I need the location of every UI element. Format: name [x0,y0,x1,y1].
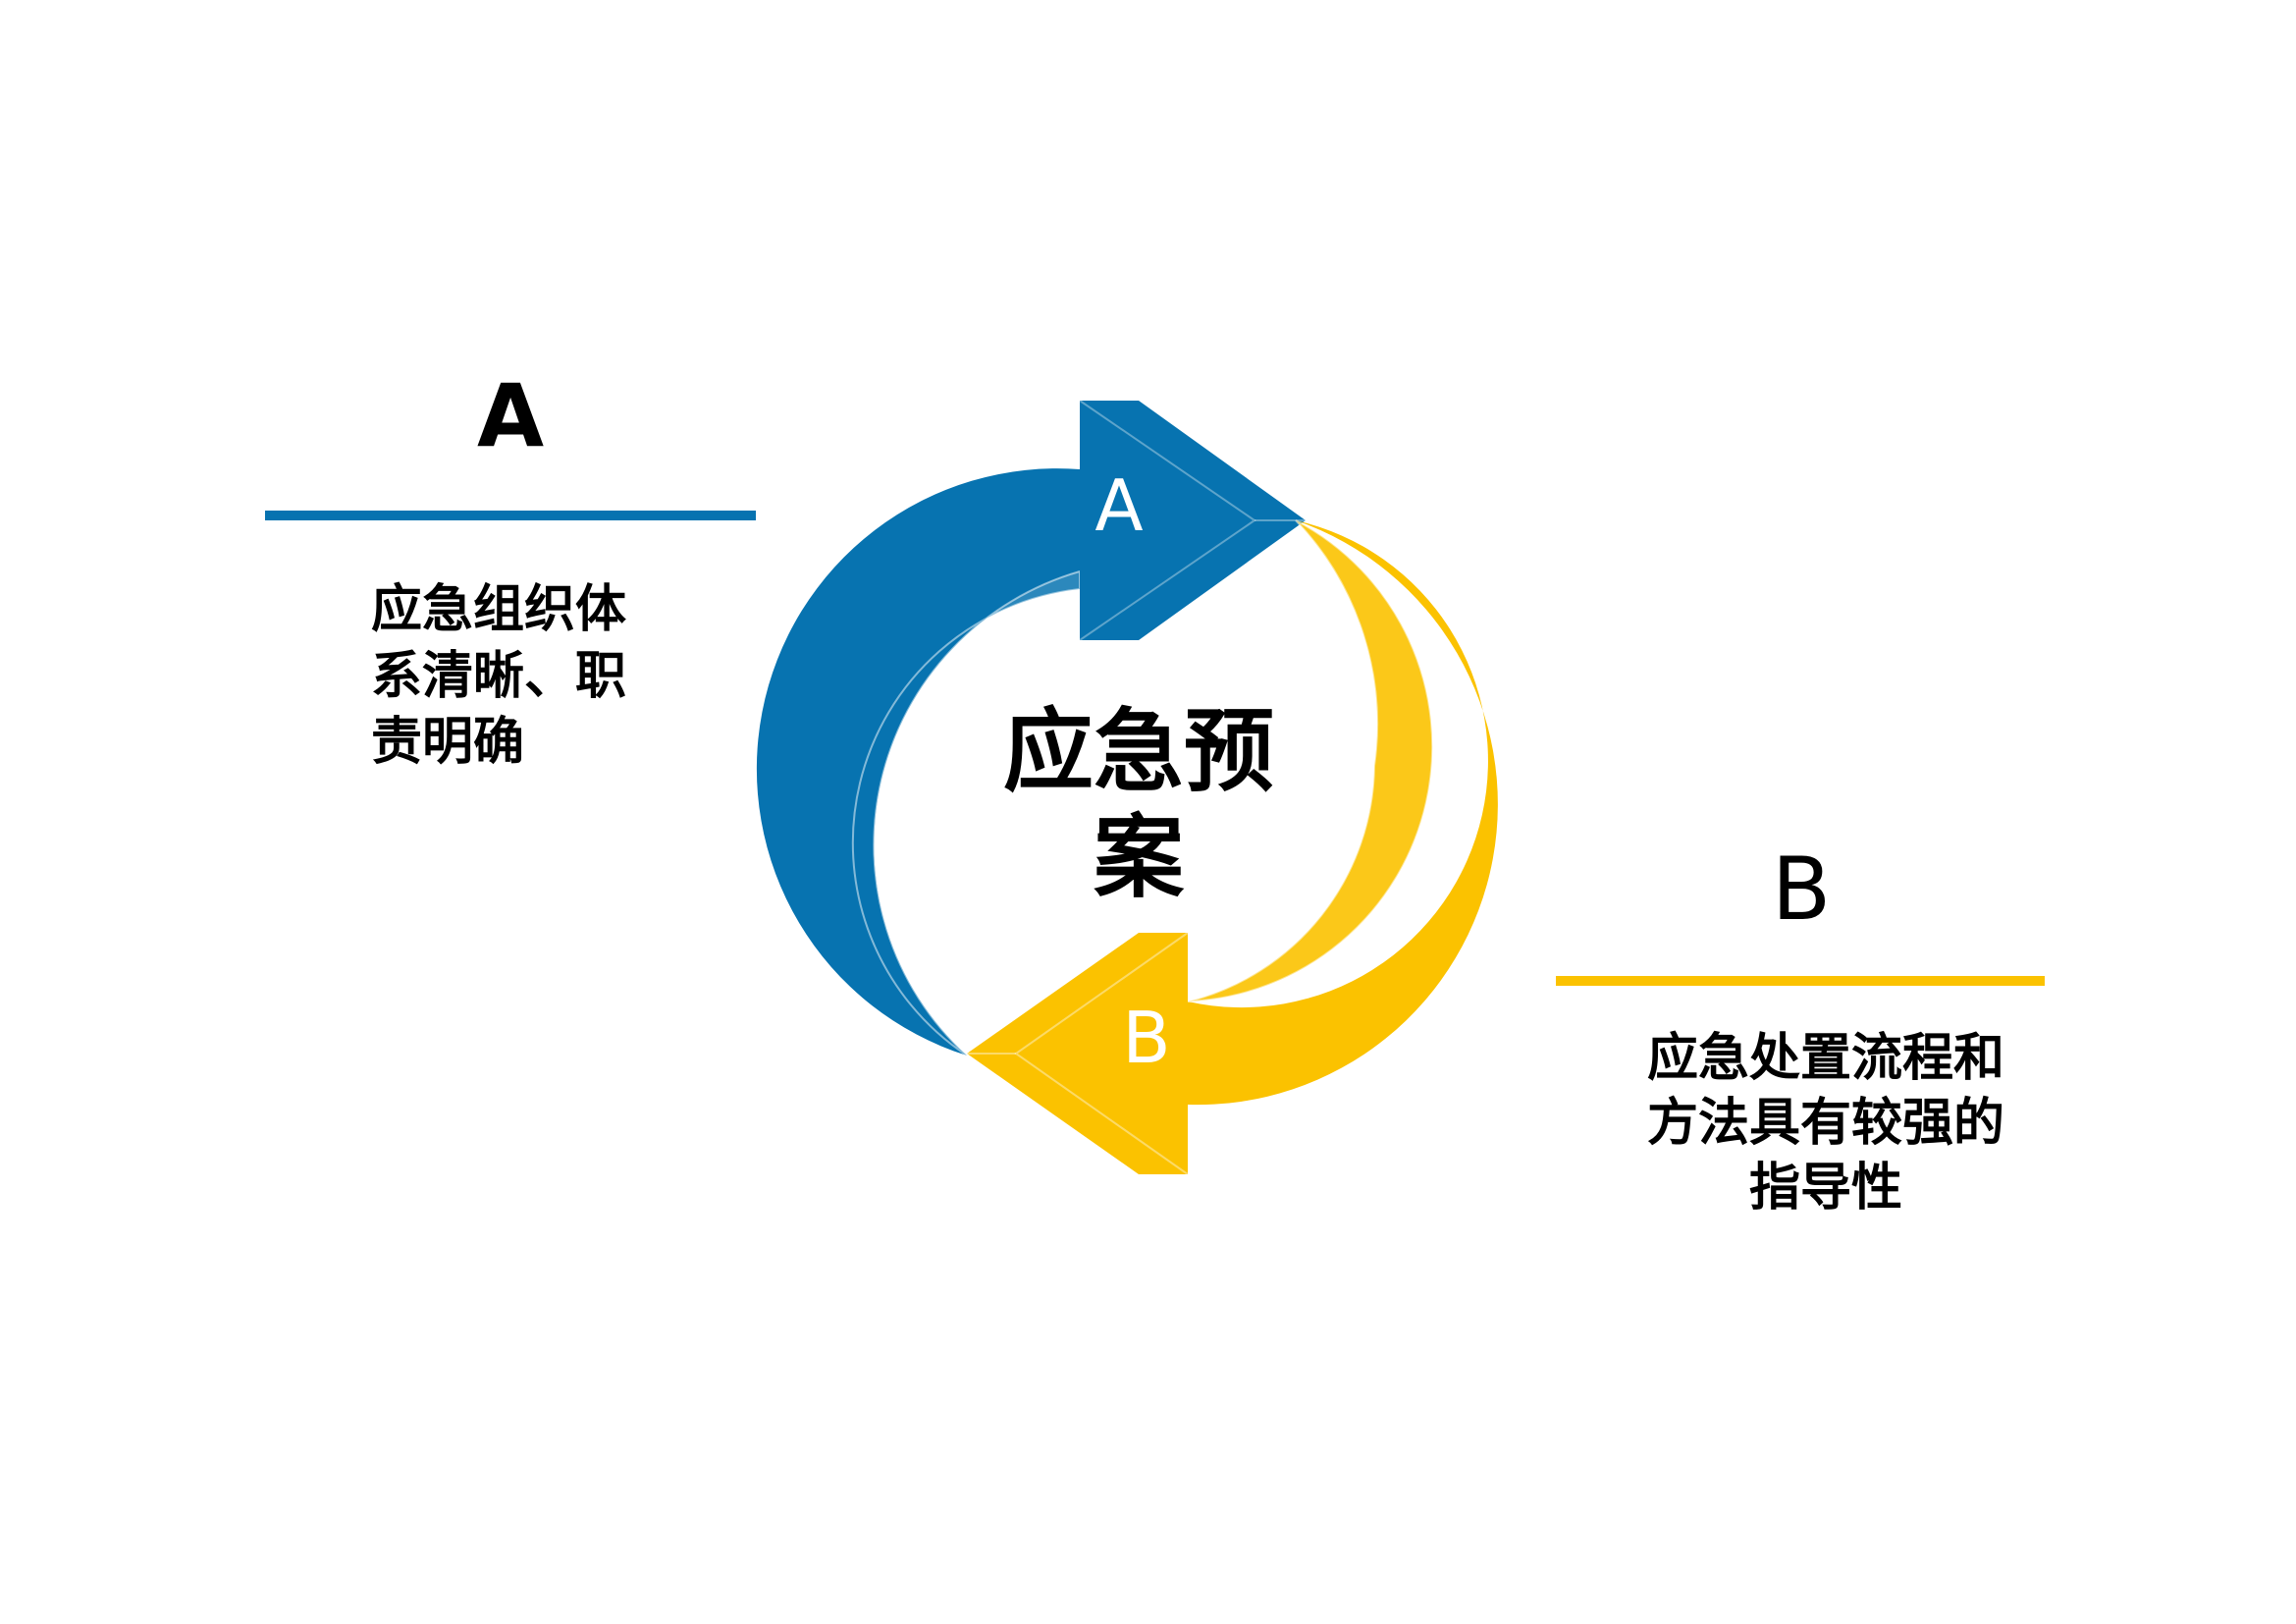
section-a-text: 应急组织体系清晰、职责明确 [371,580,627,773]
arrow-b-head [967,933,1188,1174]
arrow-a-facet [1079,400,1256,641]
arrow-b-label: B [1122,997,1170,1079]
section-a-heading: A [476,365,545,466]
arrow-a-band [756,468,1080,1056]
section-b-divider [1556,976,2045,986]
arrow-b-band-shade [1187,519,1434,1002]
arrow-a-band-shade [851,569,1081,1056]
section-b-text: 应急处置流程和方法具有较强的指导性 [1646,1029,2004,1218]
arrow-a-head [1080,401,1306,640]
center-title: 应急预案 [1002,699,1274,910]
arrow-a-label: A [1095,464,1143,547]
arrow-b-facet [1014,932,1189,1175]
section-b-heading: B [1771,839,1832,940]
section-a-divider [265,511,756,520]
arrow-b-band [1188,520,1498,1106]
